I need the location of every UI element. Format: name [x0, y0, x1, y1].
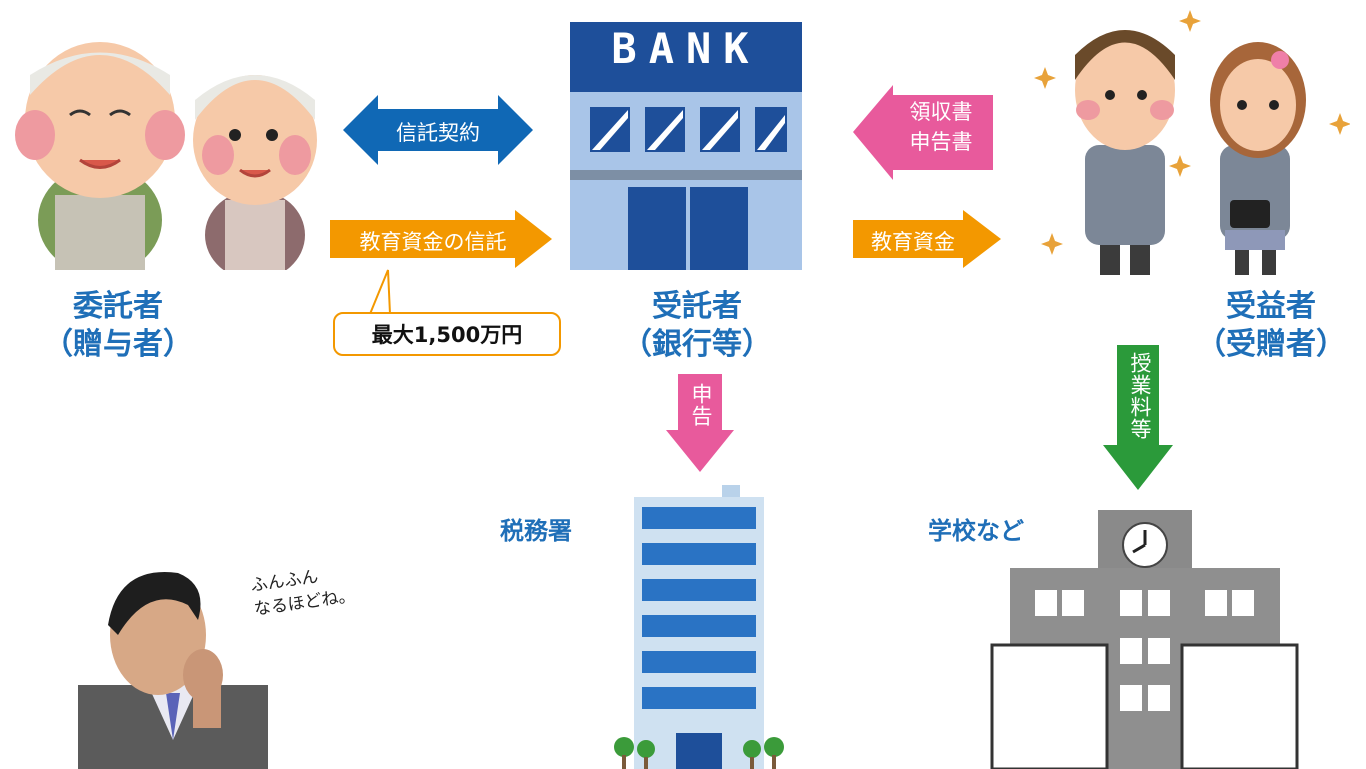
declaration-form-text: 申告書: [909, 130, 973, 154]
education-trust-label: 教育資金の信託: [359, 230, 507, 254]
bank-building-illustration: [570, 22, 802, 270]
max-amount-note: 最大1,500万円: [333, 312, 561, 356]
beneficiary-label: 受益者 （受贈者）: [1186, 288, 1356, 364]
education-funds-arrow: [853, 210, 1001, 268]
education-trust-arrow: [330, 210, 552, 268]
tuition-label: 授業料等: [1128, 352, 1152, 440]
beneficiary-students-illustration: [1034, 10, 1350, 275]
thinking-man-photo: [78, 572, 268, 769]
amount-bubble-tail: [369, 269, 391, 315]
trust-contract-double-arrow: [343, 95, 533, 165]
settlor-label: 委託者 （贈与者）: [33, 288, 203, 364]
school-building-illustration: [990, 510, 1299, 769]
tax-office-label: 税務署: [500, 517, 572, 545]
beneficiary-title: 受益者: [1226, 289, 1316, 324]
trustee-subtitle: （銀行等）: [622, 327, 772, 362]
education-funds-label: 教育資金: [871, 230, 955, 254]
receipts-label: 領収書 申告書: [893, 97, 989, 157]
school-label: 学校など: [928, 517, 1024, 545]
declaration-down-arrow: [666, 374, 734, 472]
declaration-label: 申告: [689, 383, 713, 427]
bank-sign: BANK: [611, 24, 761, 73]
beneficiary-subtitle: （受贈者）: [1196, 327, 1346, 362]
trust-contract-label: 信託契約: [396, 121, 480, 145]
receipt-text: 領収書: [909, 100, 973, 124]
settlor-title: 委託者: [73, 289, 163, 324]
tuition-down-arrow: [1103, 345, 1173, 490]
tax-office-building-illustration: [614, 485, 784, 769]
receipts-declaration-arrow: [853, 85, 993, 180]
settlor-subtitle: （贈与者）: [43, 327, 193, 362]
trustee-label: 受託者 （銀行等）: [612, 288, 782, 364]
settlor-elderly-couple-illustration: [15, 42, 317, 270]
trustee-title: 受託者: [652, 289, 742, 324]
